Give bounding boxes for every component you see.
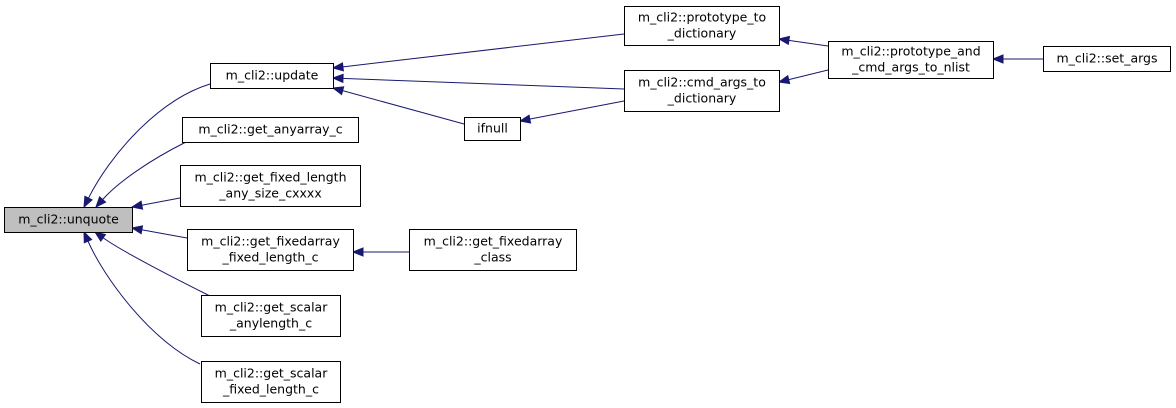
edge-line [140, 197, 181, 206]
node-label: m_cli2::set_args [1056, 51, 1157, 66]
node-label: m_cli2::update [226, 68, 319, 83]
edge-line [87, 83, 211, 200]
edge-line [102, 236, 211, 297]
node-label: m_cli2::get_scalar [215, 300, 329, 315]
node-box [180, 165, 361, 207]
edge-prototype_and_cmd_args_to_nlist-to-cmd_args_to_dictionary [777, 69, 829, 85]
edge-arrowhead [351, 247, 364, 257]
edge-arrowhead [83, 195, 93, 209]
node-label: m_cli2::get_anyarray_c [198, 122, 342, 137]
node-cmd-args-to-dictionary[interactable]: m_cli2::cmd_args_to_dictionary [624, 70, 780, 112]
edge-line [140, 229, 188, 239]
node-get-fixedarray-class[interactable]: m_cli2::get_fixedarray_class [409, 229, 577, 271]
edge-get_fixed_length_any_size_cxxxx-to-unquote [130, 197, 181, 210]
node-box [464, 117, 521, 141]
node-label: m_cli2::get_scalar [215, 366, 329, 381]
node-update[interactable]: m_cli2::update [210, 63, 334, 89]
node-get-fixed-length-any-size-cxxxx[interactable]: m_cli2::get_fixed_length_any_size_cxxxx [180, 165, 361, 207]
node-prototype-and-cmd-args-to-nlist[interactable]: m_cli2::prototype_and_cmd_args_to_nlist [828, 41, 994, 79]
node-label: ifnull [477, 121, 508, 136]
edge-arrowhead [331, 86, 345, 96]
node-label: m_cli2::unquote [18, 212, 119, 227]
node-box [4, 207, 133, 233]
node-label: m_cli2::get_fixedarray [201, 234, 340, 249]
edges-layer [83, 33, 1043, 365]
edge-line [787, 69, 829, 81]
node-label: m_cli2::cmd_args_to [638, 75, 766, 90]
node-unquote[interactable]: m_cli2::unquote [4, 207, 133, 233]
edge-arrowhead [777, 35, 791, 46]
node-label: m_cli2::prototype_to [638, 10, 766, 25]
node-label: m_cli2::get_fixed_length [194, 170, 346, 185]
node-box [210, 63, 334, 89]
edge-line [341, 89, 465, 125]
edge-cmd_args_to_dictionary-to-ifnull [518, 100, 625, 124]
node-box [624, 6, 780, 46]
node-label: _fixed_length_c [222, 382, 319, 397]
edge-cmd_args_to_dictionary-to-update [331, 73, 625, 90]
edge-arrowhead [83, 230, 93, 244]
edge-ifnull-to-update [331, 86, 465, 125]
node-get-anyarray-c[interactable]: m_cli2::get_anyarray_c [182, 117, 359, 143]
edge-get_scalar_fixed_length_c-to-unquote [83, 230, 201, 365]
node-label: _anylength_c [229, 316, 312, 331]
node-label: _cmd_args_to_nlist [851, 60, 970, 75]
edge-get_anyarray_c-to-unquote [95, 141, 187, 209]
edge-line [87, 240, 201, 365]
node-label: _class [473, 250, 511, 265]
edge-get_fixedarray_fixed_length_c-to-unquote [130, 225, 188, 239]
edge-arrowhead [331, 73, 344, 84]
edge-get_scalar_anylength_c-to-unquote [93, 231, 211, 297]
nodes-layer: m_cli2::unquote m_cli2::updatem_cli2::get… [4, 6, 1171, 403]
node-ifnull[interactable]: ifnull [464, 117, 521, 141]
node-label: m_cli2::prototype_and [841, 44, 980, 59]
node-label: m_cli2::get_fixedarray [424, 234, 563, 249]
edge-line [101, 141, 187, 201]
edge-arrowhead [130, 225, 144, 235]
edge-line [528, 100, 625, 120]
node-get-scalar-anylength-c[interactable]: m_cli2::get_scalar_anylength_c [201, 295, 341, 337]
node-get-fixedarray-fixed-length-c[interactable]: m_cli2::get_fixedarray_fixed_length_c [187, 229, 354, 271]
node-prototype-to-dictionary[interactable]: m_cli2::prototype_to_dictionary [624, 6, 780, 46]
node-box [828, 41, 994, 79]
edge-arrowhead [93, 231, 107, 242]
node-box [187, 229, 354, 271]
edge-get_fixedarray_class-to-get_fixedarray_fixed_length_c [351, 247, 409, 257]
node-label: _dictionary [667, 26, 737, 41]
node-label: _dictionary [667, 91, 737, 106]
edge-prototype_and_cmd_args_to_nlist-to-prototype_to_dictionary [777, 35, 829, 47]
edge-prototype_to_dictionary-to-update [331, 33, 625, 72]
node-label: _fixed_length_c [222, 250, 319, 265]
node-box [1043, 46, 1171, 72]
node-box [201, 361, 341, 403]
edge-line [787, 39, 829, 47]
node-label: _any_size_cxxxx [218, 186, 321, 201]
node-box [201, 295, 341, 337]
edge-update-to-unquote [83, 83, 211, 209]
node-box [409, 229, 577, 271]
edge-set_args-to-prototype_and_cmd_args_to_nlist [991, 54, 1043, 64]
edge-line [341, 77, 625, 90]
edge-arrowhead [991, 54, 1004, 64]
edge-line [341, 33, 625, 68]
node-get-scalar-fixed-length-c[interactable]: m_cli2::get_scalar_fixed_length_c [201, 361, 341, 403]
edge-arrowhead [777, 74, 791, 85]
node-box [182, 117, 359, 143]
node-set-args[interactable]: m_cli2::set_args [1043, 46, 1171, 72]
edge-arrowhead [518, 114, 532, 124]
edge-arrowhead [95, 195, 107, 209]
edge-arrowhead [331, 62, 344, 72]
edge-arrowhead [130, 200, 144, 210]
node-box [624, 70, 780, 112]
